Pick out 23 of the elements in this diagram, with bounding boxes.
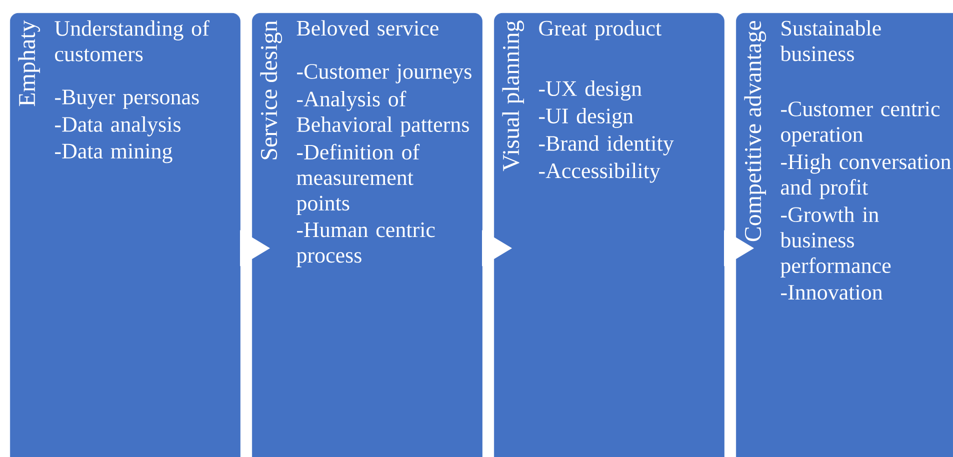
stage-heading: Understanding of customers — [54, 20, 210, 62]
stage-title: Emphaty — [18, 20, 40, 106]
list-item: -Definition of measurement points — [296, 144, 420, 216]
stage-heading: Beloved service — [296, 20, 438, 36]
list-item: -Buyer personas — [55, 90, 199, 109]
stage-title: Visual planning — [502, 20, 524, 172]
list-item: -Growth in business performance — [780, 206, 891, 278]
list-item: -Accessibility — [539, 162, 660, 183]
list-item: -Customer journeys — [297, 64, 472, 84]
stage-title: Competitive advantage — [744, 21, 766, 242]
list-item: -UX design — [539, 80, 642, 101]
stage-heading: Great product — [539, 20, 662, 40]
stage-title: Service design — [260, 20, 282, 160]
list-item: -UI design — [539, 108, 634, 128]
list-item: -Customer centric operation — [781, 102, 940, 146]
list-item: -Analysis of Behavioral patterns — [296, 90, 469, 136]
stage-heading: Sustainable business — [780, 20, 881, 62]
list-item: -Innovation — [781, 284, 883, 300]
list-item: -Brand identity — [539, 135, 674, 156]
list-item: -Data mining — [55, 144, 172, 164]
list-item: -Data analysis — [55, 116, 180, 136]
list-item: -Human centric process — [296, 222, 435, 268]
list-item: -High conversation and profit — [780, 154, 951, 200]
